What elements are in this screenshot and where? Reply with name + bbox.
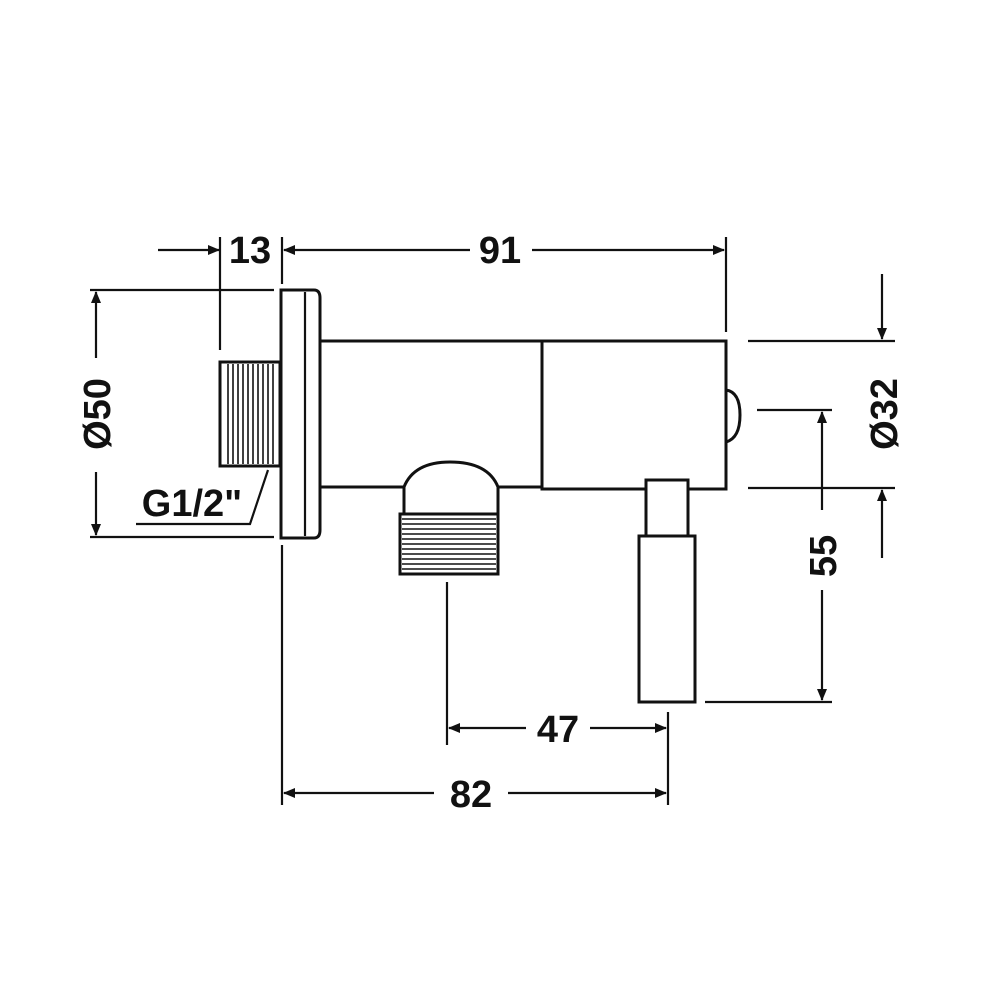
handle bbox=[637, 478, 697, 704]
dim-13-label: 13 bbox=[229, 230, 271, 272]
outlet-thread bbox=[398, 512, 500, 576]
dimension-lines bbox=[90, 237, 895, 805]
wall-flange bbox=[279, 288, 322, 540]
dim-82-label: 82 bbox=[450, 774, 492, 816]
dim-91-label: 91 bbox=[479, 230, 521, 272]
dim-o50-label: Ø50 bbox=[77, 378, 119, 450]
dim-47-label: 47 bbox=[537, 709, 579, 751]
dimension-labels: 13 91 47 82 G1/2" Ø50 Ø32 55 bbox=[77, 230, 906, 816]
dim-o32-label: Ø32 bbox=[864, 378, 906, 450]
end-cap bbox=[724, 388, 742, 444]
inlet-thread bbox=[218, 360, 282, 468]
dim-55-label: 55 bbox=[803, 535, 845, 577]
thread-g12-label: G1/2" bbox=[142, 483, 242, 525]
valve-body bbox=[218, 288, 742, 704]
valve-head bbox=[540, 339, 728, 491]
outlet-dome bbox=[402, 460, 500, 516]
